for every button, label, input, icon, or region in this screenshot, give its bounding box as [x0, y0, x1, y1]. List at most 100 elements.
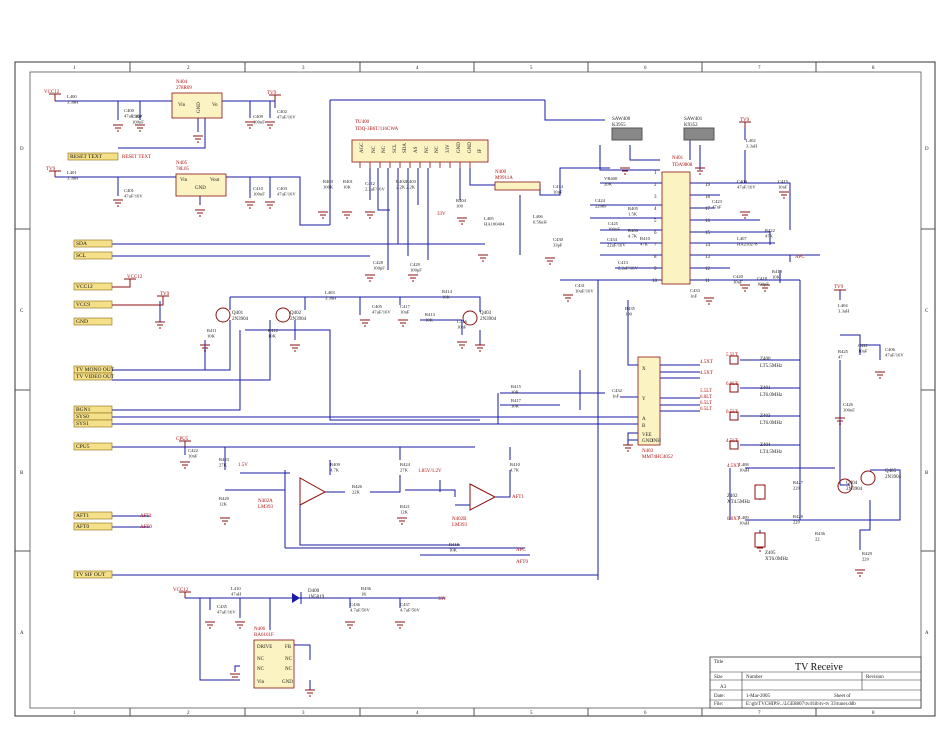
- component-ref: C410: [253, 186, 264, 191]
- component-value: 10K: [425, 318, 434, 323]
- component-ref: R422: [765, 228, 776, 233]
- power-symbols: VCC12 TV9 TV9 VCC12 TV9 TV9 TV9 CPU5 VCC…: [44, 90, 846, 598]
- component-ref: C400: [124, 108, 135, 113]
- component-value: 22uF/16V: [607, 243, 626, 248]
- component-value: 2.2uF/16V: [365, 187, 385, 192]
- svg-text:Vin: Vin: [257, 680, 265, 685]
- col-2-bottom: 2: [187, 711, 190, 716]
- component-value: 10K: [207, 334, 216, 339]
- component-value: 10nF: [553, 190, 563, 195]
- svg-text:LT5.5MHz: LT5.5MHz: [760, 364, 783, 369]
- column-labels-bottom: 1 2 3 4 5 6 7 8: [73, 708, 875, 716]
- net-apc: APC: [795, 255, 805, 260]
- component-ref: R409: [330, 462, 341, 467]
- regulator-n405: Vin Vout GND N405 78L05: [175, 161, 227, 197]
- row-d-right: D: [925, 147, 929, 152]
- component-value: 2.2K: [396, 185, 406, 190]
- pwr-vcc12-2: VCC12: [127, 275, 143, 280]
- component-value: 10nF: [778, 185, 788, 190]
- size-value: A3: [720, 685, 727, 690]
- component-ref: R403: [406, 179, 417, 184]
- svg-text:Z403: Z403: [760, 414, 771, 419]
- component-value: 10nF: [457, 325, 467, 330]
- net-reset-text-2: RESET TEXT: [122, 155, 151, 160]
- svg-text:16: 16: [705, 219, 711, 224]
- component-value: 1K: [361, 592, 367, 597]
- component-value: 47uF/16V: [737, 185, 756, 190]
- transistors: [215, 307, 876, 494]
- component-value: 12K: [400, 510, 409, 515]
- svg-text:6.0LT: 6.0LT: [700, 395, 712, 400]
- component-value: 12K: [219, 502, 228, 507]
- component-ref: R406: [628, 228, 639, 233]
- svg-text:NC: NC: [285, 667, 293, 672]
- component-value: 27K: [219, 463, 228, 468]
- row-a-right: A: [925, 631, 929, 636]
- component-value: 47uF/16V: [124, 194, 143, 199]
- component-ref: C407: [132, 114, 143, 119]
- component-value: 47uF/16V: [885, 353, 904, 358]
- svg-text:5.5LT: 5.5LT: [726, 353, 738, 358]
- component-value: 100pF: [410, 268, 422, 273]
- net-apc-2: APC: [516, 548, 526, 553]
- svg-text:78L05: 78L05: [176, 167, 190, 172]
- component-value: 0.56uH: [533, 220, 547, 225]
- col-4-bottom: 4: [416, 711, 419, 716]
- col-7: 7: [758, 66, 761, 71]
- pwr-cpu5: CPU5: [176, 437, 189, 442]
- net-labels: [67, 152, 119, 579]
- title-block: Title TV Receive Size Number Revision A3…: [709, 656, 922, 709]
- component-ref: C401: [124, 188, 135, 193]
- col-2: 2: [187, 66, 190, 71]
- svg-text:SCL: SCL: [393, 144, 398, 153]
- component-value: 20K: [604, 182, 613, 187]
- svg-text:15: 15: [705, 231, 711, 236]
- svg-text:6: 6: [654, 231, 657, 236]
- component-ref: L409: [739, 515, 749, 520]
- svg-text:N402A: N402A: [258, 499, 273, 504]
- svg-text:4: 4: [654, 207, 657, 212]
- opamp-n402a: N402A LM393: [258, 477, 327, 510]
- svg-text:4.5XT: 4.5XT: [700, 371, 713, 376]
- component-value: HA210278: [737, 242, 758, 247]
- component-value: 47nF: [712, 205, 722, 210]
- col-6: 6: [644, 66, 647, 71]
- svg-text:9: 9: [654, 267, 657, 272]
- component-ref: L408: [739, 462, 749, 467]
- component-value: 10uH: [739, 468, 750, 473]
- component-ref: C412: [365, 181, 376, 186]
- svg-text:Vin: Vin: [180, 178, 188, 183]
- svg-text:FB: FB: [285, 645, 292, 650]
- component-value: 3.3uH: [746, 144, 758, 149]
- net-scl: SCL: [76, 253, 87, 259]
- component-ref: R415: [511, 384, 522, 389]
- component-value: 220nF: [595, 204, 607, 209]
- component-value: 4.7K: [628, 234, 638, 239]
- component-ref: R417: [511, 398, 522, 403]
- svg-text:XT4.5MHz: XT4.5MHz: [727, 500, 751, 505]
- svg-text:Q403: Q403: [480, 311, 492, 316]
- ic-n400: N400 M9911A: [494, 170, 541, 191]
- svg-text:12: 12: [705, 267, 711, 272]
- row-a: A: [20, 631, 24, 636]
- svg-text:6.5LT: 6.5LT: [700, 401, 712, 406]
- component-ref: L401: [67, 170, 77, 175]
- net-sys0-b: SYS0: [76, 414, 89, 420]
- svg-text:N403: N403: [642, 449, 654, 454]
- component-value: 33pF: [553, 243, 563, 248]
- net-sda: SDA: [76, 241, 87, 247]
- svg-text:NC: NC: [257, 667, 265, 672]
- svg-text:M9911A: M9911A: [495, 176, 513, 181]
- net-tv-video-out: TV VIDEO OUT: [76, 374, 115, 380]
- component-ref: R414: [442, 289, 453, 294]
- col-8-bottom: 8: [872, 711, 875, 716]
- svg-text:1: 1: [654, 171, 657, 176]
- svg-text:Q401: Q401: [232, 311, 244, 316]
- component-value: HA100404: [484, 222, 505, 227]
- component-ref: R419: [772, 269, 783, 274]
- component-ref: R412: [268, 328, 279, 333]
- svg-text:AGC: AGC: [360, 142, 365, 153]
- pwr-vcc12-1: VCC12: [44, 90, 60, 95]
- svg-text:LM393: LM393: [258, 505, 274, 510]
